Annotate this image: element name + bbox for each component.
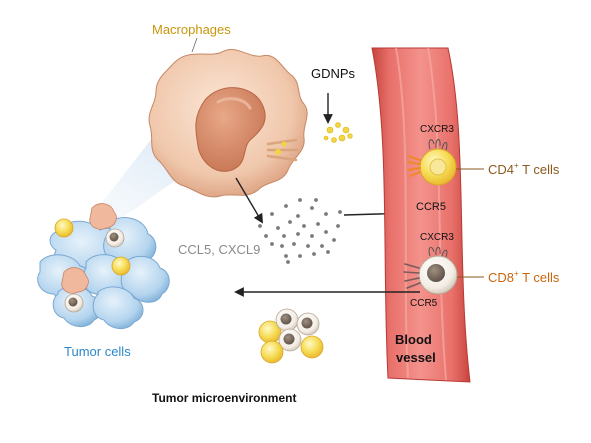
chemokine-dot [314, 198, 318, 202]
cd4-t-cells-label: CD4+ T cells [488, 161, 560, 177]
cxcr3-top-label: CXCR3 [420, 124, 454, 135]
chemokine-dot [312, 252, 316, 256]
chemokine-dot [310, 206, 314, 210]
ccr5-top-label: CCR5 [416, 201, 446, 213]
chemokine-dot [326, 250, 330, 254]
chemokine-dot [310, 234, 314, 238]
chemokine-dot [302, 224, 306, 228]
chemokine-dot [320, 244, 324, 248]
chemokine-dot [298, 254, 302, 258]
cd8-t-cells-label: CD8+ T cells [488, 269, 560, 285]
ccr5-bottom-label: CCR5 [410, 298, 438, 309]
activated-t-cell-group [258, 308, 324, 364]
chemokine-dot [324, 212, 328, 216]
chemokine-dot [288, 220, 292, 224]
chemokine-dot [286, 260, 290, 264]
chemokine-dot [338, 210, 342, 214]
chemokine-dot [332, 238, 336, 242]
chemokine-dot [296, 232, 300, 236]
chemokine-dot [306, 244, 310, 248]
macrophage-label-leader [191, 37, 198, 53]
chemokine-dot [280, 244, 284, 248]
chemokine-dot [276, 226, 280, 230]
chemokine-dot [258, 224, 262, 228]
chemokine-dot [298, 198, 302, 202]
chemokine-dot [284, 254, 288, 258]
chemokines-label: CCL5, CXCL9 [178, 242, 260, 257]
chemokine-dot [264, 234, 268, 238]
chemokine-dot [324, 230, 328, 234]
tumor-cell-cluster [37, 203, 170, 329]
chemokine-dot [316, 222, 320, 226]
macrophages-label: Macrophages [152, 22, 231, 37]
chemokine-dot [270, 242, 274, 246]
macrophage [148, 49, 308, 198]
cd8-t-cell [403, 246, 484, 295]
tumor-cells-label: Tumor cells [64, 344, 131, 359]
cd4-t-cell [406, 139, 484, 186]
chemokine-dot [284, 204, 288, 208]
chemokine-dot [282, 234, 286, 238]
chemokine-dot [270, 212, 274, 216]
gdnp-nanoparticles [323, 122, 353, 143]
gdnps-label: GDNPs [311, 66, 356, 81]
blood-vessel [371, 47, 471, 383]
chemokine-dots [258, 198, 342, 264]
cxcr3-bottom-label: CXCR3 [420, 232, 454, 243]
vessel-label: vessel [396, 350, 436, 365]
chemokine-dot [292, 242, 296, 246]
macrophage-secretion-arrow [235, 177, 263, 224]
tumor-microenvironment-label: Tumor microenvironment [152, 391, 296, 405]
blood-label: Blood [395, 332, 432, 347]
chemokine-dot [296, 214, 300, 218]
chemokine-dot [336, 224, 340, 228]
